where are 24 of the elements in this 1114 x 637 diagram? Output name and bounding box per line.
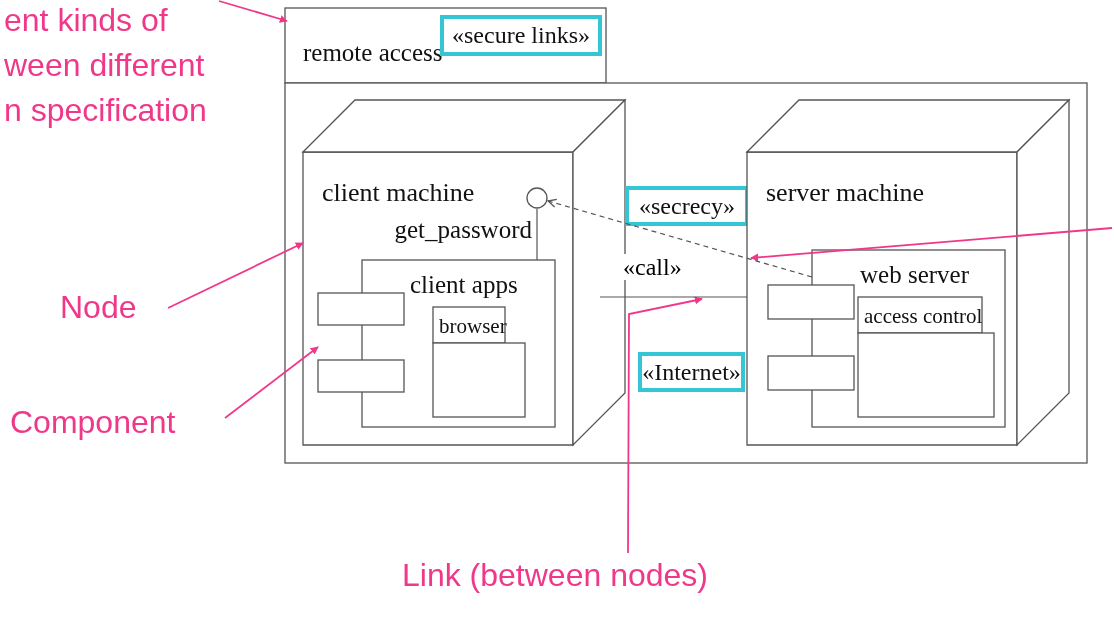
highlighted-stereotype: «secure links» (440, 15, 602, 56)
highlighted-stereotype: «Internet» (638, 352, 745, 392)
annotation-text: Node (60, 285, 170, 330)
annotation-text: Link (between nodes) (400, 553, 710, 637)
leader-line (750, 227, 1113, 262)
edge-label: «call» (622, 254, 683, 280)
highlighted-stereotype: «secrecy» (625, 186, 749, 226)
folder-name: browser (439, 316, 507, 337)
connector-line (536, 208, 538, 261)
node-name: server machine (766, 180, 925, 206)
component-name: web server (860, 262, 969, 287)
node-name: client machine (322, 180, 475, 206)
annotation-text: Component (10, 400, 225, 445)
package-name: remote access (303, 40, 443, 65)
interface-label: get_password (394, 217, 532, 242)
dependency-arrow (547, 198, 813, 278)
leader-line (224, 346, 319, 419)
folder-name: access control (864, 306, 983, 327)
component-name: client apps (410, 272, 518, 297)
leader-line (218, 0, 288, 23)
leader-line (167, 242, 304, 309)
connector-line (599, 296, 748, 298)
annotation-text: ent kinds of ween different n specification (4, 0, 219, 138)
leader-line (627, 296, 703, 554)
